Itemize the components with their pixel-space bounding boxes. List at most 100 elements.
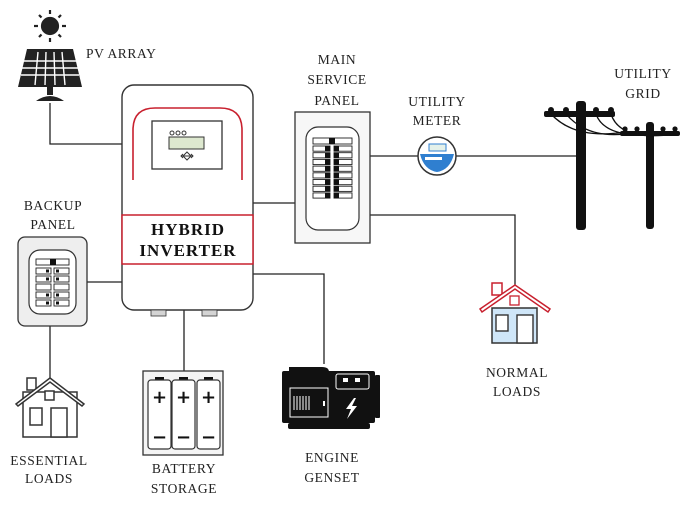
utility-grid[interactable]: UTILITY GRID: [544, 66, 680, 230]
power-lines: [550, 113, 676, 137]
breaker: [35, 283, 52, 291]
solar-cells: [21, 51, 79, 86]
breaker-handle: [46, 301, 49, 305]
inverter-label-band: [121, 214, 254, 265]
breaker-handle: [325, 146, 330, 152]
battery-minus-sign: −: [152, 427, 167, 448]
main-breaker-handle: [50, 259, 56, 265]
inverter-label-line1: HYBRID: [151, 220, 225, 239]
power-pole-icon: [544, 101, 680, 230]
breaker-handle: [325, 166, 330, 172]
pv-array[interactable]: PV ARRAY: [18, 10, 156, 101]
hybrid-inverter[interactable]: HYBRID INVERTER: [121, 84, 254, 317]
breaker: [53, 291, 70, 299]
breaker: [35, 299, 52, 307]
house-icon: [14, 377, 86, 438]
battery-cells: +−+−+−: [147, 377, 221, 450]
essential-loads[interactable]: ESSENTIAL LOADS: [10, 377, 87, 486]
breaker-handle: [334, 166, 339, 172]
battery-cell: +−: [196, 377, 221, 450]
breaker: [35, 275, 52, 283]
indicator-leds: [169, 130, 187, 136]
breaker-handle: [325, 159, 330, 165]
main-breaker-handle: [329, 138, 335, 144]
breaker-handle: [46, 269, 49, 273]
battery-body: [171, 379, 196, 450]
normal-loads-label-line2: LOADS: [493, 384, 541, 399]
main-service-panel[interactable]: MAIN SERVICE PANEL: [294, 52, 371, 244]
battery-label-line2: STORAGE: [151, 481, 217, 496]
wire-pv-to-inverter: [49, 103, 122, 145]
house-icon-highlighted: [478, 282, 552, 344]
breaker: [53, 283, 70, 291]
wire-main-panel-to-normal-loads: [370, 214, 516, 287]
breaker: [35, 291, 52, 299]
battery-cell: +−: [171, 377, 196, 450]
main-panel-label-line3: PANEL: [314, 93, 359, 108]
meter-readout: [428, 143, 447, 152]
inverter-port-right: [201, 309, 218, 317]
meter-label-line2: METER: [413, 113, 462, 128]
breaker-handle: [325, 172, 330, 178]
essential-loads-label-line1: ESSENTIAL: [10, 453, 87, 468]
battery-body: [147, 379, 172, 450]
breaker: [35, 267, 52, 275]
wire-inverter-to-genset: [253, 273, 325, 364]
genset-label-line1: ENGINE: [305, 450, 359, 465]
breaker-handle: [334, 159, 339, 165]
main-panel-label-line2: SERVICE: [307, 72, 366, 87]
battery-minus-sign: −: [201, 427, 216, 448]
direction-keypad-icon[interactable]: [180, 151, 194, 161]
main-panel-breakers: [312, 137, 353, 199]
battery-terminal: [155, 377, 164, 381]
inverter-label-line2: INVERTER: [139, 241, 236, 260]
generator-icon: [282, 367, 380, 429]
backup-panel-breakers: [35, 258, 70, 307]
breaker: [53, 299, 70, 307]
backup-panel[interactable]: BACKUP PANEL: [17, 198, 88, 327]
breaker-handle: [334, 186, 339, 192]
genset-label-line2: GENSET: [304, 470, 359, 485]
battery-terminal: [179, 377, 188, 381]
backup-panel-label-line1: BACKUP: [24, 198, 82, 213]
breaker-handle: [56, 301, 59, 305]
inverter-accent-arc: [132, 107, 243, 180]
lcd-screen: [168, 136, 205, 150]
breaker-handle: [325, 186, 330, 192]
breaker-handle: [334, 192, 339, 199]
breaker: [53, 275, 70, 283]
battery-plus-sign: +: [176, 387, 191, 408]
normal-loads-label-line1: NORMAL: [486, 365, 548, 380]
inverter-port-left: [150, 309, 167, 317]
breaker-handle: [56, 269, 59, 273]
breaker: [53, 267, 70, 275]
utility-meter[interactable]: UTILITY METER: [408, 94, 465, 176]
breaker-handle: [56, 293, 59, 297]
engine-genset[interactable]: ENGINE GENSET: [282, 367, 380, 485]
sun-icon: [34, 10, 66, 42]
battery-minus-sign: −: [176, 427, 191, 448]
normal-loads[interactable]: NORMAL LOADS: [478, 282, 552, 399]
pv-array-label: PV ARRAY: [86, 46, 156, 61]
battery-storage[interactable]: +−+−+− BATTERY STORAGE: [142, 370, 224, 496]
battery-cell: +−: [147, 377, 172, 450]
breaker-handle: [334, 152, 339, 158]
battery-label-line1: BATTERY: [152, 461, 216, 476]
meter-barcode: [425, 157, 442, 160]
wires: [49, 103, 578, 378]
breaker-handle: [334, 179, 339, 185]
solar-panel-icon: [18, 49, 82, 101]
breaker-handle: [46, 277, 49, 281]
breaker-handle: [325, 192, 330, 199]
backup-panel-label-line2: PANEL: [30, 217, 75, 232]
lightning-bolt-icon: [346, 398, 357, 419]
breaker-handle: [325, 179, 330, 185]
essential-loads-label-line2: LOADS: [25, 471, 73, 486]
breaker-handle: [46, 293, 49, 297]
inverter-body: [121, 84, 254, 311]
breaker-handle: [334, 172, 339, 178]
breaker-handle: [325, 152, 330, 158]
breaker-handle: [334, 146, 339, 152]
battery-plus-sign: +: [152, 387, 167, 408]
